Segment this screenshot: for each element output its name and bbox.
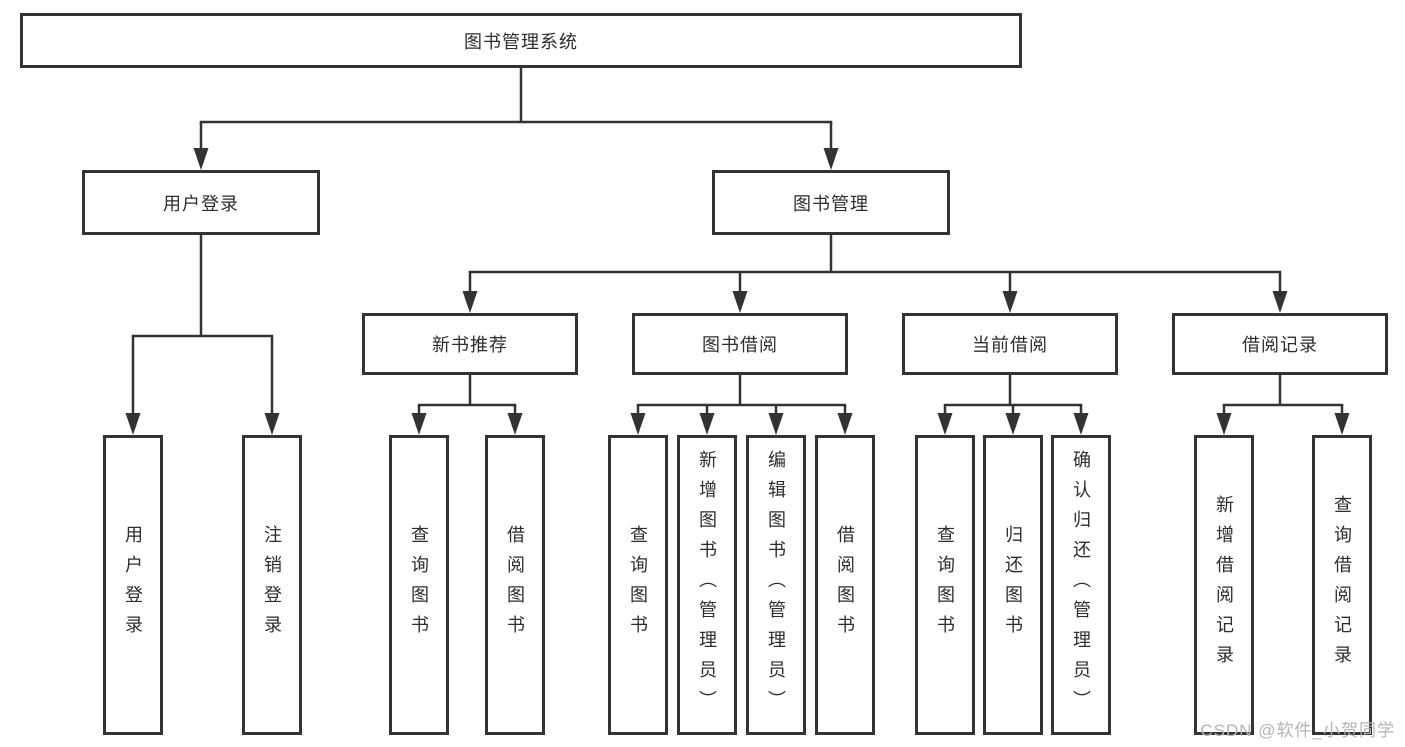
leaf-label: 注销登录 <box>262 525 282 645</box>
leaf-label: 新增图书（管理员） <box>697 450 717 720</box>
leaf-user-login: 用户登录 <box>103 435 163 735</box>
node-user-login: 用户登录 <box>82 170 320 235</box>
node-book-management: 图书管理 <box>712 170 950 235</box>
leaf-label: 查询图书 <box>628 525 648 645</box>
leaf-records-query-record: 查询借阅记录 <box>1312 435 1372 735</box>
leaf-label: 确认归还（管理员） <box>1071 450 1091 720</box>
leaf-records-add-record: 新增借阅记录 <box>1194 435 1254 735</box>
node-root: 图书管理系统 <box>20 13 1022 68</box>
leaf-label: 新增借阅记录 <box>1214 495 1234 675</box>
leaf-newbook-borrow-books: 借阅图书 <box>485 435 545 735</box>
node-new-book-recommend: 新书推荐 <box>362 313 578 375</box>
leaf-label: 用户登录 <box>123 525 143 645</box>
leaf-current-return-books: 归还图书 <box>983 435 1043 735</box>
leaf-label: 借阅图书 <box>505 525 525 645</box>
node-book-borrow: 图书借阅 <box>632 313 848 375</box>
leaf-current-confirm-return-admin: 确认归还（管理员） <box>1051 435 1111 735</box>
leaf-current-query-books: 查询图书 <box>915 435 975 735</box>
watermark: CSDN @软件_小贺同学 <box>1200 721 1395 740</box>
node-borrow-records: 借阅记录 <box>1172 313 1388 375</box>
leaf-label: 查询图书 <box>935 525 955 645</box>
leaf-borrow-query-books: 查询图书 <box>608 435 668 735</box>
leaf-newbook-query-books: 查询图书 <box>389 435 449 735</box>
leaf-borrow-borrow-books: 借阅图书 <box>815 435 875 735</box>
leaf-label: 编辑图书（管理员） <box>766 450 786 720</box>
leaf-label: 查询图书 <box>409 525 429 645</box>
leaf-label: 归还图书 <box>1003 525 1023 645</box>
leaf-logout: 注销登录 <box>242 435 302 735</box>
leaf-borrow-edit-books-admin: 编辑图书（管理员） <box>746 435 806 735</box>
leaf-label: 借阅图书 <box>835 525 855 645</box>
arrowheads <box>125 148 1350 435</box>
leaf-label: 查询借阅记录 <box>1332 495 1352 675</box>
leaf-borrow-add-books-admin: 新增图书（管理员） <box>677 435 737 735</box>
node-current-borrow: 当前借阅 <box>902 313 1118 375</box>
